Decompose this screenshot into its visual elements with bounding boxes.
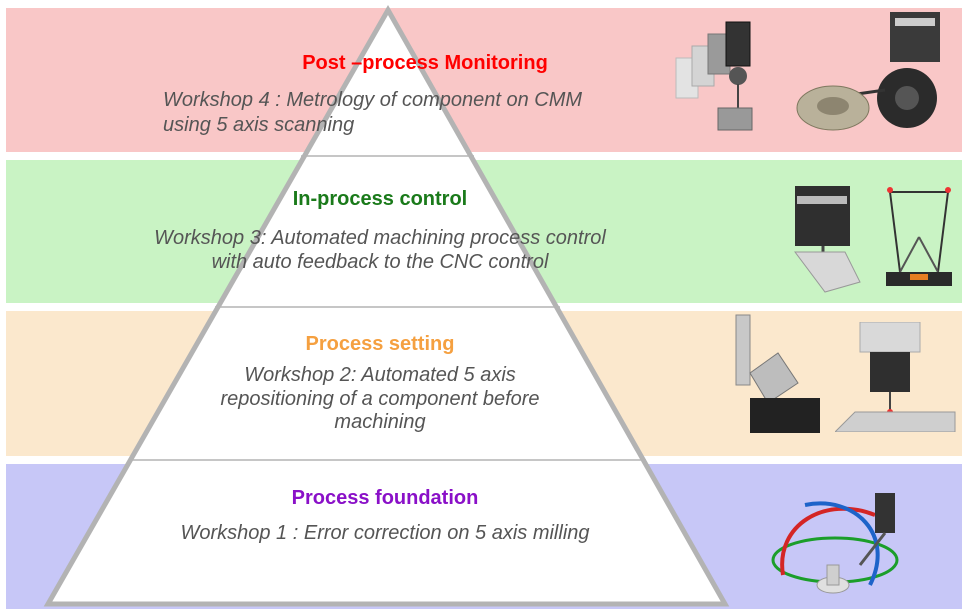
level-title-process-foundation: Process foundation <box>291 487 479 509</box>
five-axis-rotation-icon <box>771 493 899 594</box>
level-title-process-setting: Process setting <box>305 333 455 355</box>
spindle-probe-table-icon <box>835 322 956 432</box>
level-title-in-process: In-process control <box>292 188 468 210</box>
level-body-process-foundation: Workshop 1 : Error correction on 5 axis … <box>180 522 590 544</box>
probe-rotation-sequence-icon <box>675 21 753 131</box>
level-body-process-setting: Workshop 2: Automated 5 axis repositioni… <box>220 364 540 434</box>
level-body-post-process: Workshop 4 : Metrology of component on C… <box>163 89 583 136</box>
parallel-kinematic-gauge-icon <box>886 187 952 286</box>
band-post-process <box>6 8 962 152</box>
cutting-tool-fixture-icon <box>735 314 820 433</box>
level-title-post-process: Post –process Monitoring <box>302 52 548 74</box>
machine-tool-probe-icon <box>794 186 861 293</box>
level-body-in-process: Workshop 3: Automated machining process … <box>154 227 606 273</box>
blisk-scanning-probe-icon <box>796 12 940 131</box>
